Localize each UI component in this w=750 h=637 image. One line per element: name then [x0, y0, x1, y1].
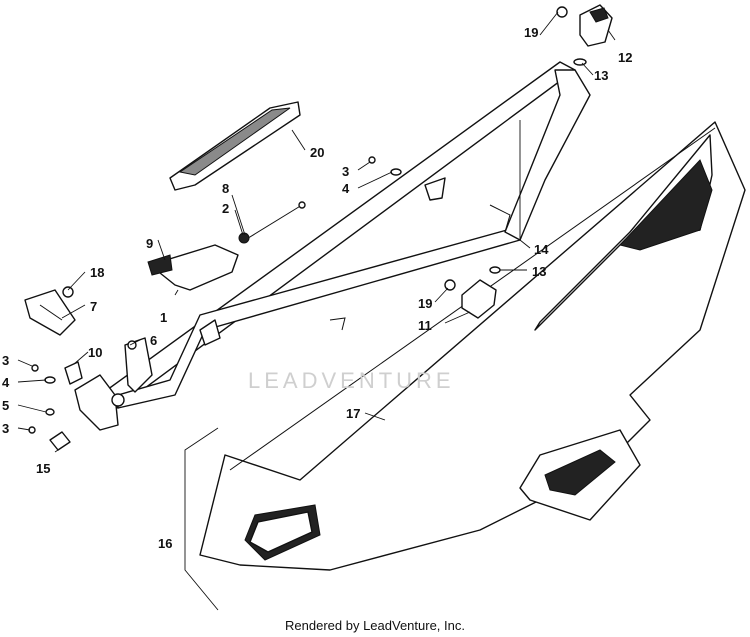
callout-2: 2: [222, 201, 229, 216]
callout-10: 10: [88, 345, 102, 360]
callout-16: 16: [158, 536, 172, 551]
bracket: [24, 286, 76, 336]
door-frame: [99, 61, 591, 409]
callout-11: 11: [418, 318, 432, 333]
callout-19-bottom: 19: [418, 296, 432, 311]
callout-20: 20: [310, 145, 324, 160]
latch-top: [556, 4, 613, 66]
callout-17: 17: [346, 406, 360, 421]
callout-15: 15: [36, 461, 50, 476]
callout-3-mid: 3: [2, 353, 9, 368]
footer-credit: Rendered by LeadVenture, Inc.: [285, 618, 465, 633]
armrest-pad: [169, 101, 301, 191]
callout-19-top: 19: [524, 25, 538, 40]
callout-3-bottom: 3: [2, 421, 9, 436]
hinge-hardware: [28, 156, 402, 451]
callout-18: 18: [90, 265, 104, 280]
callout-7: 7: [90, 299, 97, 314]
callout-6: 6: [150, 333, 157, 348]
rod-and-clip: [238, 201, 306, 244]
callout-4-mid: 4: [2, 375, 10, 390]
leader-lines: [17, 11, 616, 453]
callouts: 19 12 13 20 3 4 8 2 9 18 7 1 6 10 3 4 5 …: [2, 25, 632, 551]
door-panel: [199, 121, 746, 571]
door-handle: [147, 244, 239, 291]
callout-12: 12: [618, 50, 632, 65]
callout-5: 5: [2, 398, 9, 413]
callout-4-top: 4: [342, 181, 350, 196]
callout-8: 8: [222, 181, 229, 196]
callout-1: 1: [160, 310, 167, 325]
part-16-bracket: [184, 427, 219, 611]
callout-9: 9: [146, 236, 153, 251]
callout-3-top: 3: [342, 164, 349, 179]
latch-bottom: [444, 266, 501, 319]
callout-13-top: 13: [594, 68, 608, 83]
callout-14: 14: [534, 242, 549, 257]
watermark: LEADVENTURE: [248, 368, 455, 393]
callout-13-bottom: 13: [532, 264, 546, 279]
